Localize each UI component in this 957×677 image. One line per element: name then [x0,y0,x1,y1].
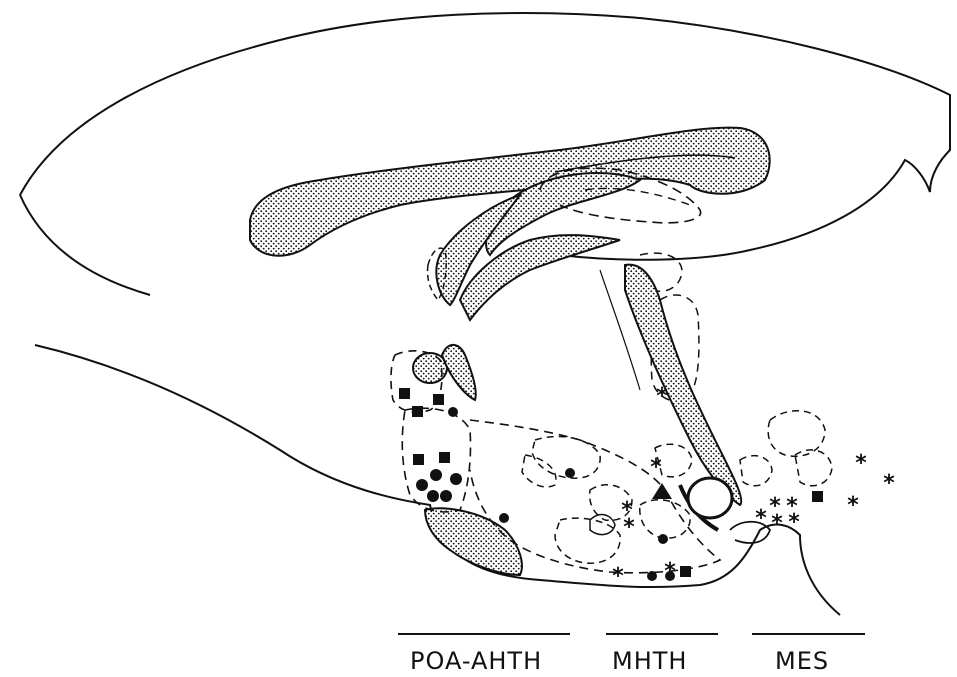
dorsomedial-dashed [522,455,556,487]
square-marker [399,388,410,399]
circle-marker [499,513,509,523]
brain-outline-lower-left [20,195,150,295]
square-marker [812,491,823,502]
triangle-marker [652,483,672,499]
square-marker [439,452,450,463]
circle-marker [448,407,458,417]
midbrain-nucleus-dashed-a [768,411,825,457]
asterisk-marker: * [755,506,767,531]
circle-marker [416,479,428,491]
asterisk-marker: * [847,493,859,518]
circle-markers [416,407,675,581]
asterisk-marker: * [656,384,668,409]
circle-marker [450,473,462,485]
square-marker [412,406,423,417]
region-label-poa-ahth: POA-AHTH [410,647,542,675]
region-label-mhth: MHTH [612,647,687,675]
mammillary-body [688,478,732,518]
asterisk-marker: * [788,510,800,535]
arcuate-dashed [555,518,620,563]
asterisk-marker: * [612,564,624,589]
square-marker [433,394,444,405]
region-label-mes: MES [775,647,829,675]
asterisk-marker: * [883,471,895,496]
region-bar-mes [752,633,865,635]
asterisk-marker: * [664,559,676,584]
region-bar-mhth [606,633,718,635]
circle-marker [647,571,657,581]
region-bar-poa-ahth [398,633,570,635]
square-marker [680,566,691,577]
midbrain-nucleus-dashed-b [795,450,832,486]
asterisk-marker: * [650,455,662,480]
circle-marker [658,534,668,544]
square-marker [413,454,424,465]
asterisk-marker: * [855,451,867,476]
asterisk-marker: * [771,511,783,536]
circle-marker [430,469,442,481]
fornix-column-b [460,235,620,320]
median-eminence [590,515,615,535]
interpeduncular-dashed [740,456,772,486]
circle-marker [427,490,439,502]
circle-marker [565,468,575,478]
circle-marker [440,490,452,502]
asterisk-marker: * [623,515,635,540]
